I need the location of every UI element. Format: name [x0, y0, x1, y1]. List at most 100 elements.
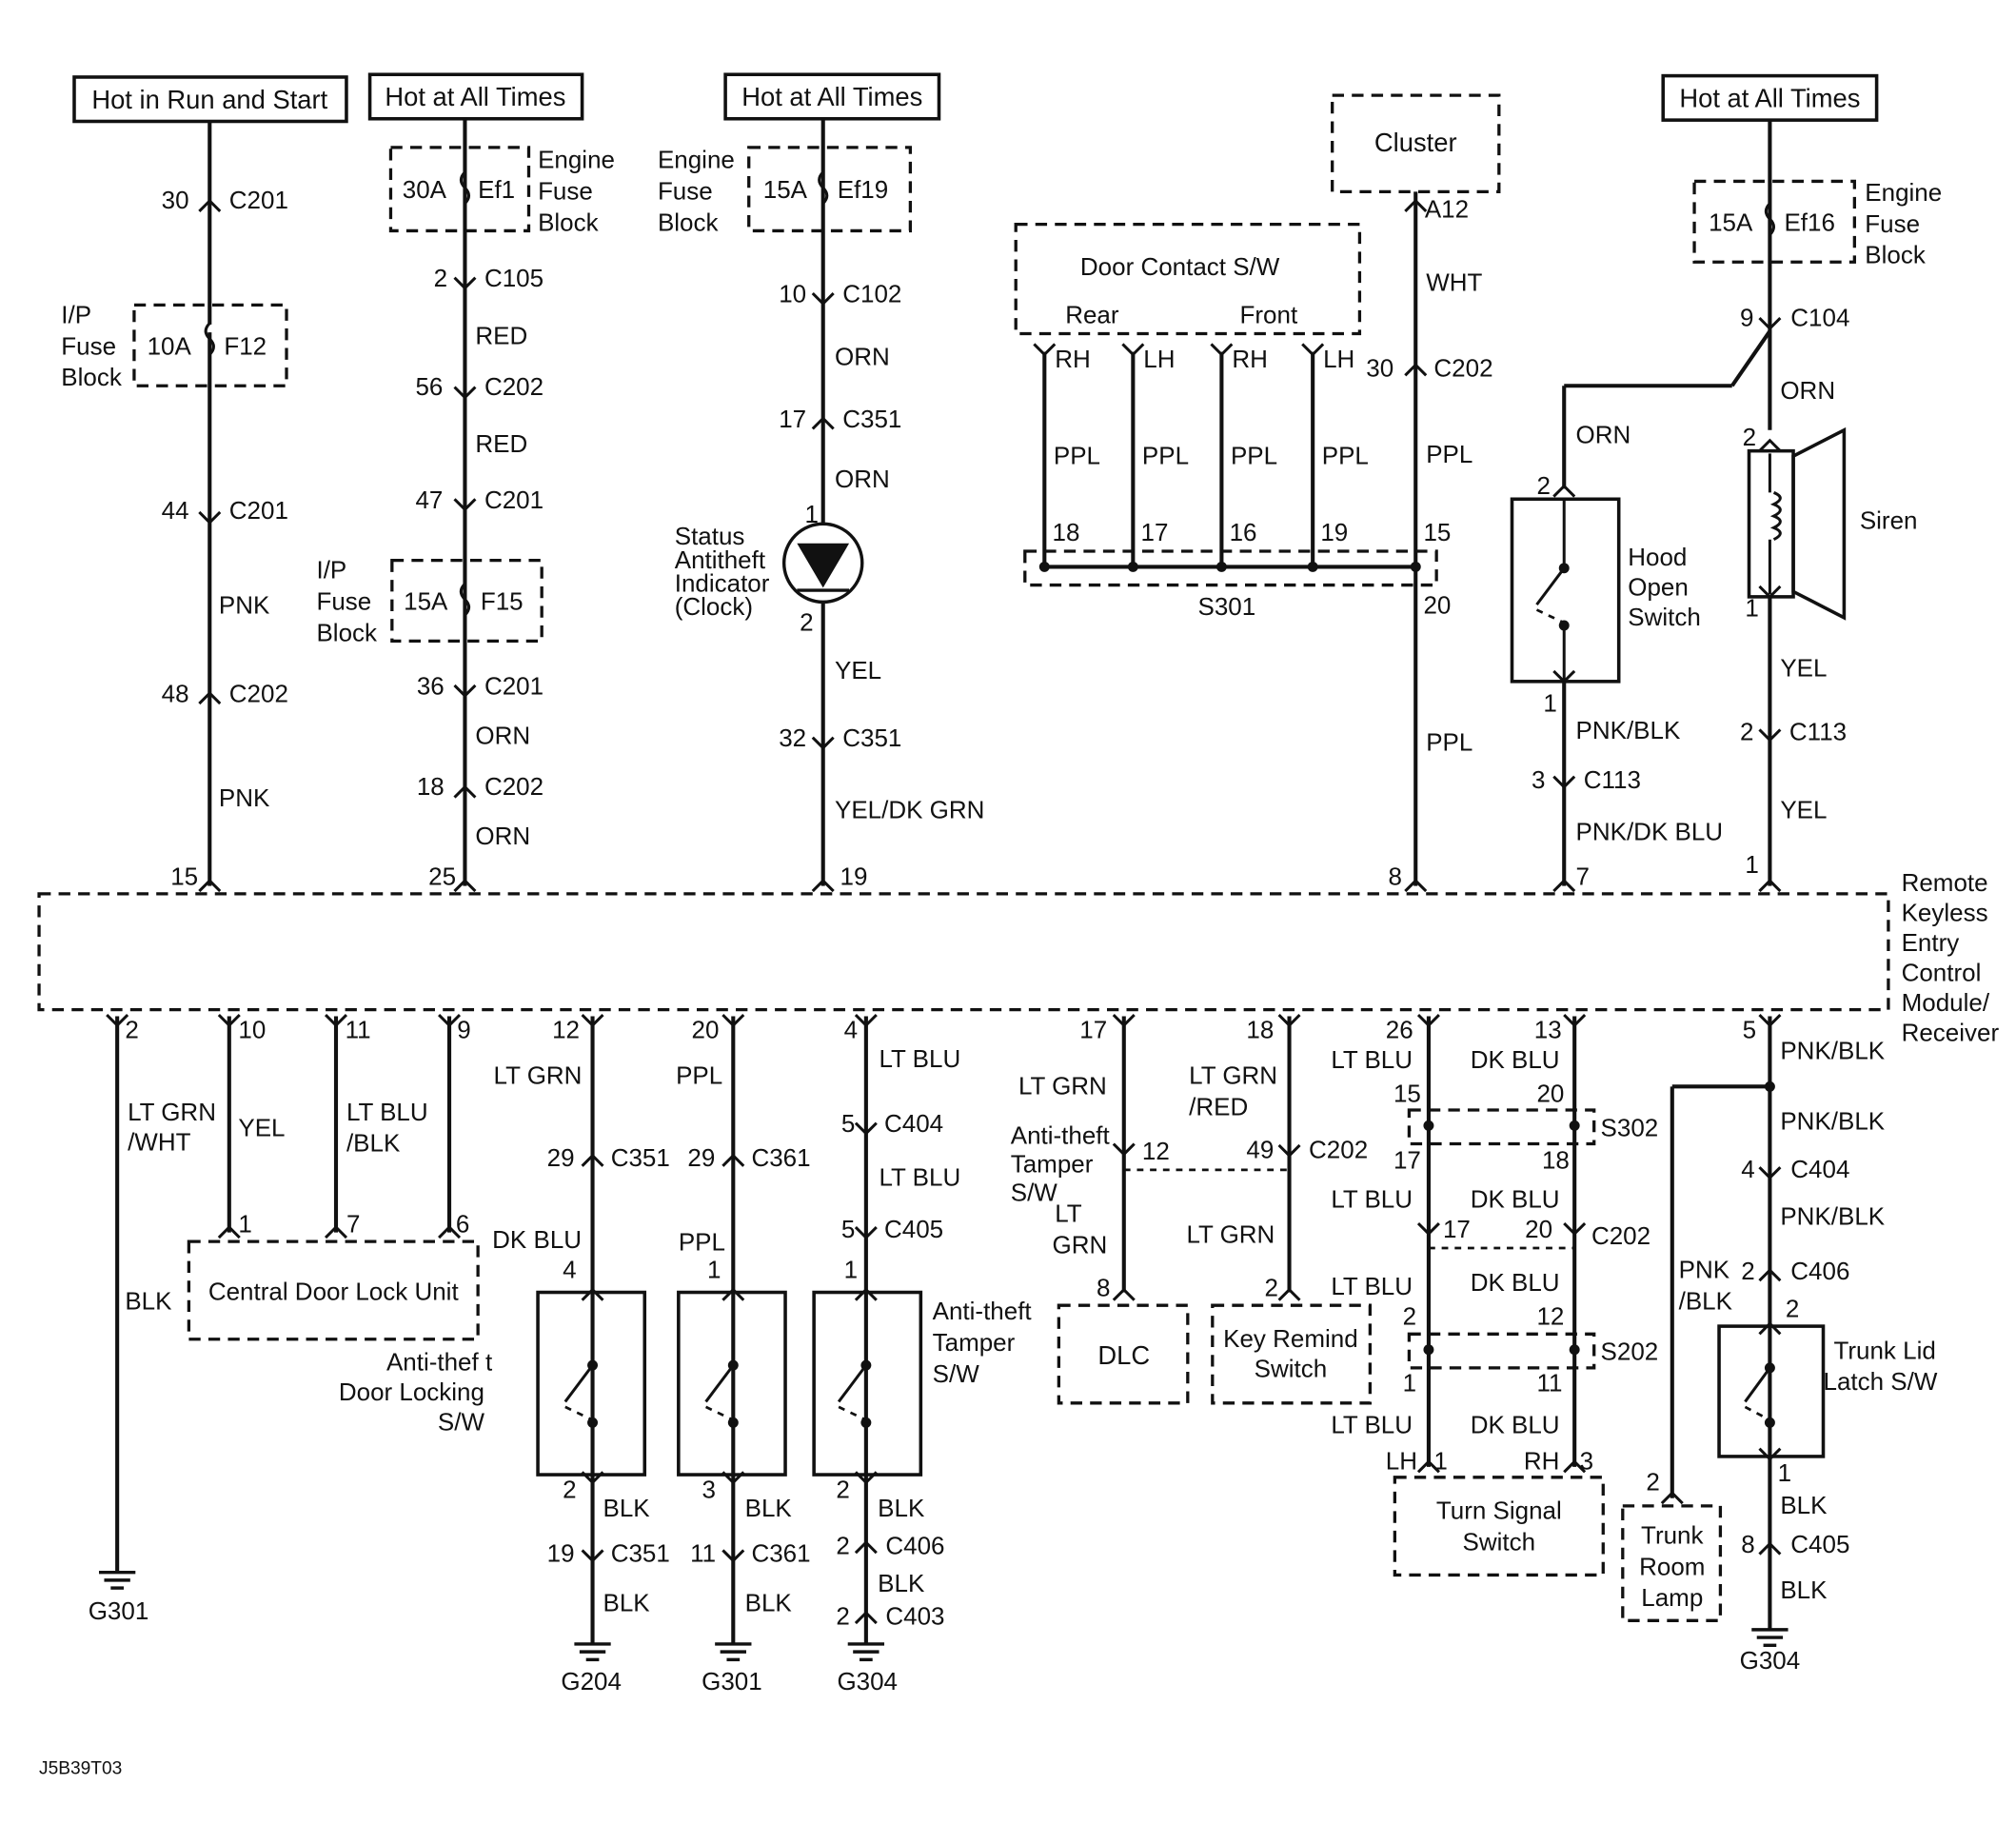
svg-text:Ef1: Ef1: [478, 175, 515, 204]
svg-text:Open: Open: [1628, 573, 1689, 602]
power-source-run-start: Hot in Run and Start: [72, 75, 348, 124]
svg-text:Room: Room: [1639, 1552, 1705, 1580]
svg-text:/BLK: /BLK: [346, 1129, 401, 1158]
svg-text:Engine: Engine: [1865, 178, 1942, 207]
svg-text:DK BLU: DK BLU: [1471, 1045, 1560, 1074]
door-contact-switch: Door Contact S/W Rear Front RH LH RH LH …: [1014, 222, 1438, 621]
svg-text:2: 2: [836, 1476, 849, 1504]
svg-text:WHT: WHT: [1426, 268, 1482, 296]
svg-text:17: 17: [1393, 1146, 1421, 1175]
svg-text:ORN: ORN: [475, 722, 530, 750]
svg-text:YEL: YEL: [835, 656, 881, 684]
svg-text:C361: C361: [751, 1143, 810, 1172]
circuit-pin-2: 2 LT GRN /WHT BLK G301: [89, 1014, 216, 1625]
fuse-amp: 10A: [148, 331, 192, 360]
svg-text:PNK: PNK: [219, 783, 270, 812]
turn-signal-label: Turn Signal: [1436, 1497, 1562, 1525]
svg-text:RH: RH: [1055, 345, 1091, 373]
svg-text:8: 8: [1097, 1274, 1110, 1302]
svg-text:Block: Block: [61, 363, 123, 391]
svg-text:5: 5: [841, 1215, 855, 1243]
svg-text:9: 9: [457, 1016, 470, 1044]
svg-text:2: 2: [1740, 717, 1753, 745]
svg-text:25: 25: [428, 862, 456, 890]
svg-text:32: 32: [779, 724, 806, 752]
power-source-hot-3: Hot at All Times: [1661, 73, 1879, 122]
svg-text:19: 19: [1320, 518, 1348, 546]
svg-text:(Clock): (Clock): [675, 592, 753, 621]
svg-text:PPL: PPL: [676, 1061, 722, 1090]
svg-text:BLK: BLK: [603, 1494, 650, 1522]
svg-text:30: 30: [162, 186, 189, 214]
svg-text:5: 5: [841, 1109, 855, 1138]
svg-text:2: 2: [1743, 423, 1756, 451]
svg-text:C202: C202: [484, 372, 544, 401]
svg-text:PNK: PNK: [1679, 1255, 1730, 1283]
svg-text:Fuse: Fuse: [658, 177, 713, 206]
svg-text:RH: RH: [1524, 1447, 1560, 1476]
svg-text:Fuse: Fuse: [1865, 209, 1920, 238]
svg-text:1: 1: [1543, 688, 1556, 717]
svg-text:30: 30: [1366, 354, 1393, 383]
svg-text:19: 19: [547, 1539, 575, 1568]
svg-text:2: 2: [1536, 471, 1550, 500]
svg-text:PNK/BLK: PNK/BLK: [1780, 1106, 1885, 1135]
svg-text:11: 11: [1536, 1369, 1562, 1398]
svg-text:3: 3: [702, 1476, 715, 1504]
svg-text:20: 20: [1536, 1080, 1564, 1108]
svg-text:C202: C202: [484, 772, 544, 801]
circuit-pin-12: 12 LT GRN 29 C351 DK BLU 4 2 BLK 19 C351…: [492, 1014, 670, 1695]
svg-text:17: 17: [1079, 1016, 1107, 1044]
svg-text:Front: Front: [1240, 301, 1298, 329]
svg-text:Remote: Remote: [1902, 868, 1988, 897]
svg-text:Anti-theft: Anti-theft: [1011, 1121, 1111, 1150]
svg-text:LT BLU: LT BLU: [346, 1098, 428, 1126]
svg-text:LT BLU: LT BLU: [1331, 1272, 1413, 1300]
svg-text:BLK: BLK: [745, 1494, 793, 1522]
svg-text:Door Contact S/W: Door Contact S/W: [1080, 252, 1280, 281]
svg-text:12: 12: [1536, 1302, 1564, 1331]
svg-text:4: 4: [1741, 1155, 1754, 1183]
circuit-column-3: 15A Ef19 Engine Fuse Block 10 C102 ORN 1…: [658, 118, 984, 893]
dlc-label: DLC: [1097, 1340, 1150, 1370]
svg-text:PPL: PPL: [1142, 441, 1189, 469]
svg-text:C403: C403: [885, 1601, 944, 1630]
circuit-column-2: 30A Ef1 Engine Fuse Block 2 C105 RED 56 …: [316, 118, 615, 893]
svg-text:8: 8: [1389, 862, 1402, 890]
svg-text:1: 1: [1745, 850, 1758, 879]
svg-text:12: 12: [1142, 1137, 1170, 1165]
svg-text:ORN: ORN: [835, 465, 890, 493]
svg-text:LH: LH: [1143, 345, 1175, 373]
svg-text:2: 2: [1265, 1274, 1278, 1302]
svg-text:G204: G204: [561, 1667, 622, 1695]
svg-text:1: 1: [238, 1210, 251, 1239]
svg-text:Rear: Rear: [1065, 301, 1119, 329]
svg-text:S/W: S/W: [1011, 1179, 1058, 1207]
svg-text:C102: C102: [842, 280, 901, 308]
svg-text:6: 6: [456, 1210, 469, 1239]
svg-text:C201: C201: [484, 672, 544, 701]
ground-symbol: [574, 1642, 611, 1662]
cluster: Cluster A12 WHT 30 C202 PPL 15 20 PPL 8: [1331, 93, 1501, 893]
svg-text:BLK: BLK: [878, 1494, 925, 1522]
svg-text:29: 29: [687, 1143, 715, 1172]
svg-text:C351: C351: [842, 724, 901, 752]
svg-text:19: 19: [840, 862, 868, 890]
svg-text:F15: F15: [481, 587, 524, 616]
svg-text:Status: Status: [675, 522, 745, 550]
svg-text:Switch: Switch: [1463, 1527, 1536, 1556]
svg-text:C202: C202: [229, 680, 288, 708]
svg-text:LH: LH: [1386, 1447, 1417, 1476]
svg-text:PNK/BLK: PNK/BLK: [1576, 716, 1681, 744]
svg-text:PNK/BLK: PNK/BLK: [1780, 1201, 1885, 1230]
svg-text:LT GRN: LT GRN: [1189, 1061, 1277, 1090]
svg-text:Switch: Switch: [1255, 1354, 1328, 1382]
svg-text:PPL: PPL: [1054, 441, 1100, 469]
svg-text:Engine: Engine: [538, 146, 615, 174]
svg-text:20: 20: [1423, 591, 1451, 620]
svg-text:18: 18: [1053, 518, 1080, 546]
svg-text:BLK: BLK: [1780, 1576, 1828, 1604]
svg-text:S202: S202: [1601, 1338, 1659, 1366]
svg-text:Ef16: Ef16: [1784, 208, 1834, 236]
